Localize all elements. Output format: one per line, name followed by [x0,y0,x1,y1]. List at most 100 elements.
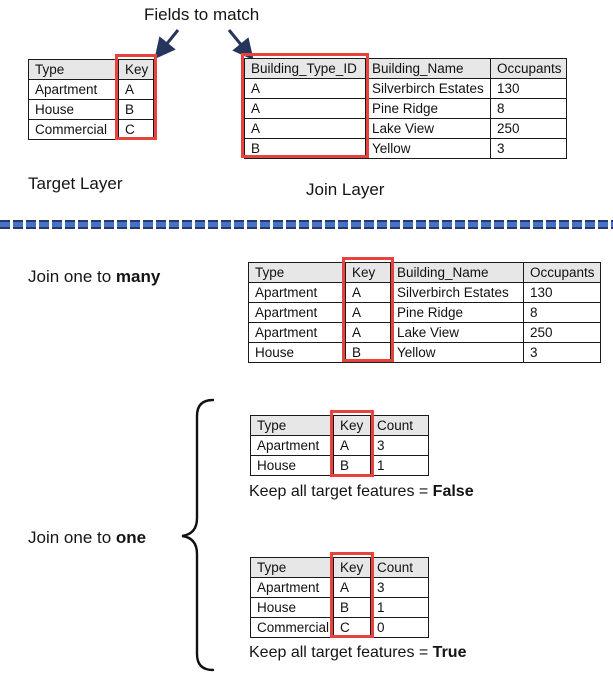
table-cell: 8 [490,98,567,119]
column-header: Occupants [490,58,567,79]
keep-false-caption-bold: False [432,483,474,500]
join-one-to-many-label: Join one to many [28,267,160,287]
table-cell: Commercial [28,119,119,140]
table-cell: Pine Ridge [365,98,491,119]
table-cell: 130 [523,282,601,303]
target-layer-label: Target Layer [28,174,123,193]
table-cell: 250 [523,322,601,343]
table-cell: A [244,118,366,139]
keep-true-caption: Keep all target features = True [249,644,466,662]
table-cell: House [248,342,346,363]
fields-to-match-title: Fields to match [144,5,260,24]
table-cell: B [333,597,372,618]
table-cell: Apartment [248,282,346,303]
table-cell: 8 [523,302,601,323]
keep-false-caption-prefix: Keep all target features = [249,483,433,500]
column-header: Building_Type_ID [244,58,366,79]
column-header: Type [250,415,334,436]
table-cell: Yellow [390,342,524,363]
column-header: Key [118,59,154,80]
column-header: Type [28,59,119,80]
table-cell: Apartment [248,322,346,343]
table-cell: A [345,322,391,343]
table-cell: A [333,577,372,598]
join-layer-label: Join Layer [306,180,385,199]
column-header: Count [370,415,429,436]
column-header: Building_Name [390,262,524,283]
table-cell: 250 [490,118,567,139]
table-cell: Silverbirch Estates [390,282,524,303]
column-header: Key [345,262,391,283]
section-divider [0,220,613,229]
column-header: Count [370,557,430,578]
table-cell: 3 [490,138,567,159]
table-cell: Commercial [249,617,335,638]
left-curly-brace-icon [181,398,215,672]
keep-true-caption-bold: True [432,644,467,661]
join-one-to-one-label-prefix: Join one to [28,528,116,547]
column-header: Type [248,262,346,283]
table-cell: 1 [370,597,430,618]
table-cell: Lake View [365,118,491,139]
keep-false-caption: Keep all target features = False [249,483,474,501]
table-cell: Apartment [249,577,335,598]
table-cell: House [250,455,334,476]
table-cell: Apartment [28,79,119,100]
table-cell: House [28,99,119,120]
table-cell: Apartment [250,435,334,456]
table-cell: A [345,282,391,303]
column-header: Key [333,557,372,578]
table-cell: A [118,79,154,100]
table-cell: House [249,597,335,618]
table-cell: Lake View [390,322,524,343]
table-cell: Yellow [365,138,491,159]
table-cell: 0 [370,617,430,638]
table-cell: B [118,99,154,120]
join-one-to-one-label: Join one to one [28,528,146,548]
column-header: Type [249,557,335,578]
table-cell: Apartment [248,302,346,323]
column-header: Building_Name [365,58,491,79]
join-one-to-one-label-bold: one [115,528,147,547]
table-cell: A [244,78,366,99]
table-cell: A [333,435,371,456]
table-cell: 3 [523,342,601,363]
join-one-to-many-label-bold: many [115,267,161,286]
table-cell: 3 [370,435,429,456]
column-header: Key [333,415,371,436]
table-cell: B [244,138,366,159]
table-cell: B [345,342,391,363]
join-one-to-many-label-prefix: Join one to [28,267,116,286]
keep-true-caption-prefix: Keep all target features = [249,644,433,661]
table-cell: Pine Ridge [390,302,524,323]
table-cell: 130 [490,78,567,99]
table-cell: 1 [370,455,429,476]
table-cell: B [333,455,371,476]
arrow-down-right-icon [227,29,254,61]
